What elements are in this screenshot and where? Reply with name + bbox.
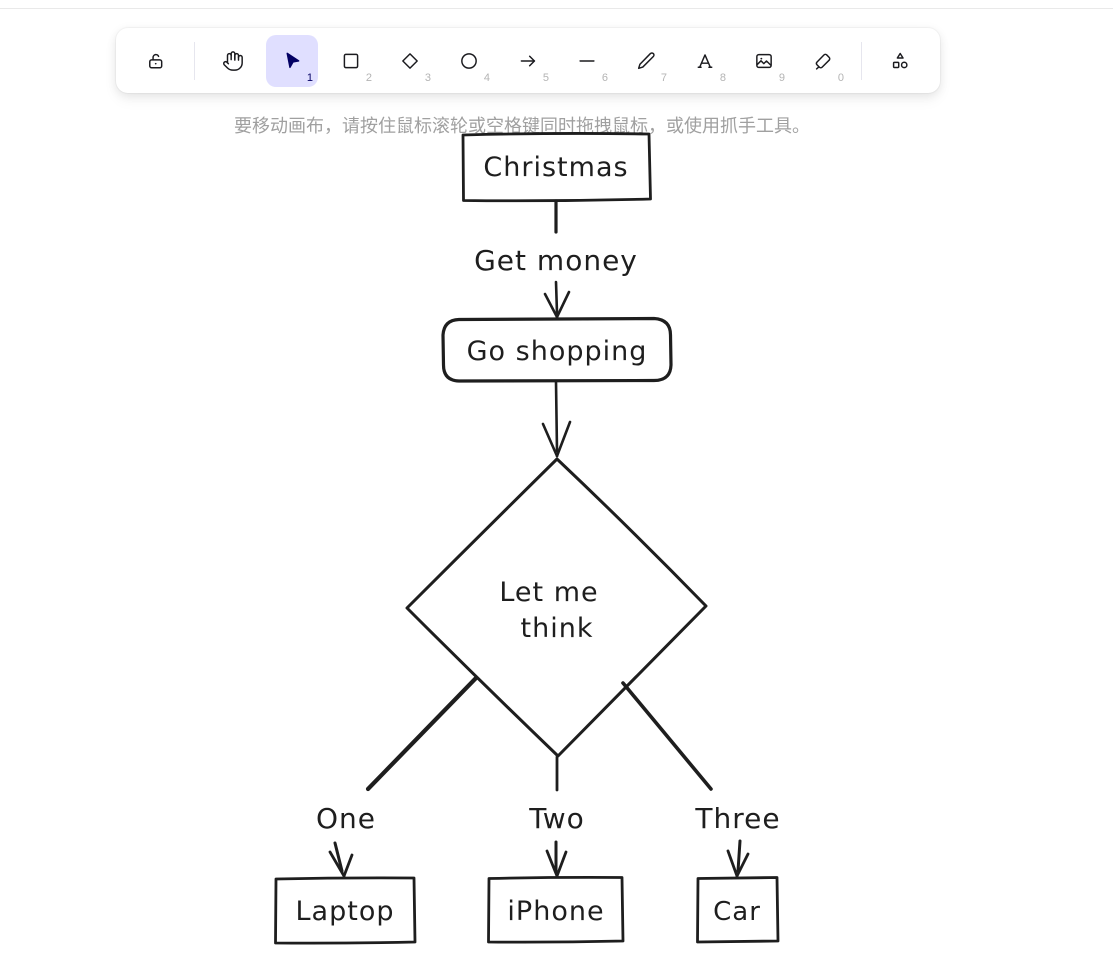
tool-text[interactable]: 8 <box>679 35 731 87</box>
tool-lock[interactable] <box>130 35 182 87</box>
unlock-icon <box>145 50 167 72</box>
edge-decision-to-car[interactable]: Three <box>621 681 781 878</box>
node-go-shopping[interactable]: Go shopping <box>441 316 673 383</box>
edge-line[interactable] <box>333 841 344 873</box>
tool-line[interactable]: 6 <box>561 35 613 87</box>
arrowhead <box>735 852 750 878</box>
arrowhead <box>342 853 354 878</box>
arrowhead <box>328 850 346 878</box>
tool-shortcut: 4 <box>483 71 490 84</box>
arrow-icon <box>517 50 539 72</box>
edge-christmas-to-goshopping[interactable]: Get money <box>474 199 638 319</box>
node-decision-label-line2[interactable]: think <box>521 613 594 644</box>
edge-goshopping-to-decision[interactable] <box>541 380 572 458</box>
node-christmas[interactable]: Christmas <box>461 132 652 203</box>
toolbar-divider <box>861 41 862 80</box>
node-decision-label-line1[interactable]: Let me <box>499 577 598 608</box>
node-decision-diamond[interactable]: Let me think <box>405 457 708 758</box>
decision-diamond-shape[interactable] <box>405 457 708 758</box>
rectangle-icon <box>340 50 362 72</box>
eraser-icon <box>812 50 834 72</box>
selection-cursor-icon <box>281 50 303 72</box>
tool-eraser[interactable]: 0 <box>797 35 849 87</box>
node-laptop[interactable]: Laptop <box>274 876 417 945</box>
edge-label-one[interactable]: One <box>316 802 376 835</box>
arrowhead <box>726 849 739 878</box>
arrowhead <box>541 422 559 458</box>
tool-draw[interactable]: 7 <box>620 35 672 87</box>
edge-line[interactable] <box>554 280 559 315</box>
tool-shortcut: 7 <box>660 71 667 84</box>
node-christmas-label[interactable]: Christmas <box>483 152 628 183</box>
tool-shortcut: 6 <box>601 71 608 84</box>
edge-line[interactable] <box>554 380 559 453</box>
arrowhead <box>543 292 559 319</box>
edge-decision-to-laptop[interactable]: One <box>316 675 479 878</box>
edge-line[interactable] <box>365 675 479 792</box>
tool-diamond[interactable]: 3 <box>384 35 436 87</box>
node-go-shopping-label[interactable]: Go shopping <box>467 336 648 367</box>
tool-shortcut: 9 <box>778 71 785 84</box>
tool-shortcut: 0 <box>837 71 844 84</box>
go-shopping-rounded-rectangle-shape[interactable] <box>441 316 673 383</box>
tool-image[interactable]: 9 <box>738 35 790 87</box>
node-laptop-label[interactable]: Laptop <box>296 896 395 927</box>
node-iphone[interactable]: iPhone <box>487 875 625 944</box>
tool-arrow[interactable]: 5 <box>502 35 554 87</box>
canvas-pan-hint: 要移动画布，请按住鼠标滚轮或空格键同时拖拽鼠标，或使用抓手工具。 <box>234 116 810 136</box>
tool-ellipse[interactable]: 4 <box>443 35 495 87</box>
text-icon <box>694 50 716 72</box>
toolbar: 1 2 3 4 5 6 7 <box>116 28 940 93</box>
arrowhead <box>545 849 559 878</box>
edge-line[interactable] <box>621 681 713 791</box>
tool-rectangle[interactable]: 2 <box>325 35 377 87</box>
hand-icon <box>222 50 244 72</box>
arrowhead <box>555 420 572 458</box>
edge-decision-to-iphone[interactable]: Two <box>528 755 585 878</box>
arrowhead <box>555 850 568 878</box>
laptop-rectangle-shape[interactable] <box>274 876 417 945</box>
christmas-rectangle-shape[interactable] <box>461 132 652 203</box>
toolbar-divider <box>194 41 195 80</box>
edge-line[interactable] <box>736 839 742 873</box>
edge-label-three[interactable]: Three <box>694 802 780 835</box>
top-border-line <box>0 8 1113 9</box>
image-icon <box>753 50 775 72</box>
edge-label-two[interactable]: Two <box>528 802 585 835</box>
tool-hand[interactable] <box>207 35 259 87</box>
edge-label-get-money[interactable]: Get money <box>474 244 638 277</box>
arrowhead <box>555 290 571 319</box>
iphone-rectangle-shape[interactable] <box>487 875 625 944</box>
tool-shapes[interactable] <box>874 35 926 87</box>
node-car-label[interactable]: Car <box>713 897 761 927</box>
tool-shortcut: 1 <box>306 71 313 84</box>
car-rectangle-shape[interactable] <box>696 876 780 944</box>
node-car[interactable]: Car <box>696 876 780 944</box>
line-icon <box>576 50 598 72</box>
node-iphone-label[interactable]: iPhone <box>507 896 604 927</box>
shapes-icon <box>889 50 911 72</box>
tool-shortcut: 3 <box>424 71 431 84</box>
pencil-icon <box>635 50 657 72</box>
tool-shortcut: 2 <box>365 71 372 84</box>
tool-selection[interactable]: 1 <box>266 34 318 87</box>
tool-shortcut: 5 <box>542 71 549 84</box>
diamond-icon <box>399 50 421 72</box>
tool-shortcut: 8 <box>719 71 726 84</box>
ellipse-icon <box>458 50 480 72</box>
